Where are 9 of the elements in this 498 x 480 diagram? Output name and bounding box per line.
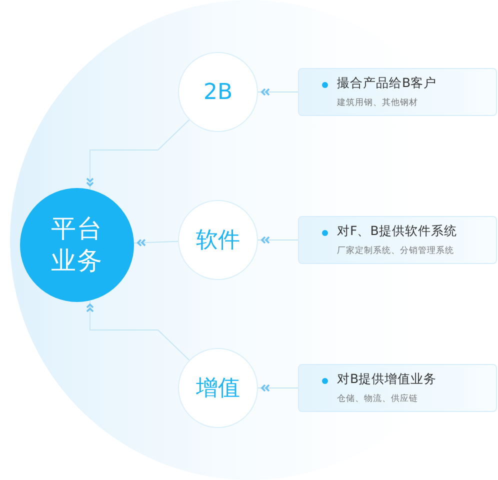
info-card xyxy=(298,68,497,116)
card-heading: 对F、B提供软件系统 xyxy=(337,223,457,240)
card-description: 建筑用钢、其他钢材 xyxy=(337,97,418,109)
card-heading: 撮合产品给B客户 xyxy=(337,75,437,92)
card-description: 仓储、物流、供应链 xyxy=(337,393,418,405)
info-card xyxy=(298,216,497,264)
card-heading: 对B提供增值业务 xyxy=(337,371,437,388)
info-card xyxy=(298,364,497,412)
card-description: 厂家定制系统、分销管理系统 xyxy=(337,245,454,257)
